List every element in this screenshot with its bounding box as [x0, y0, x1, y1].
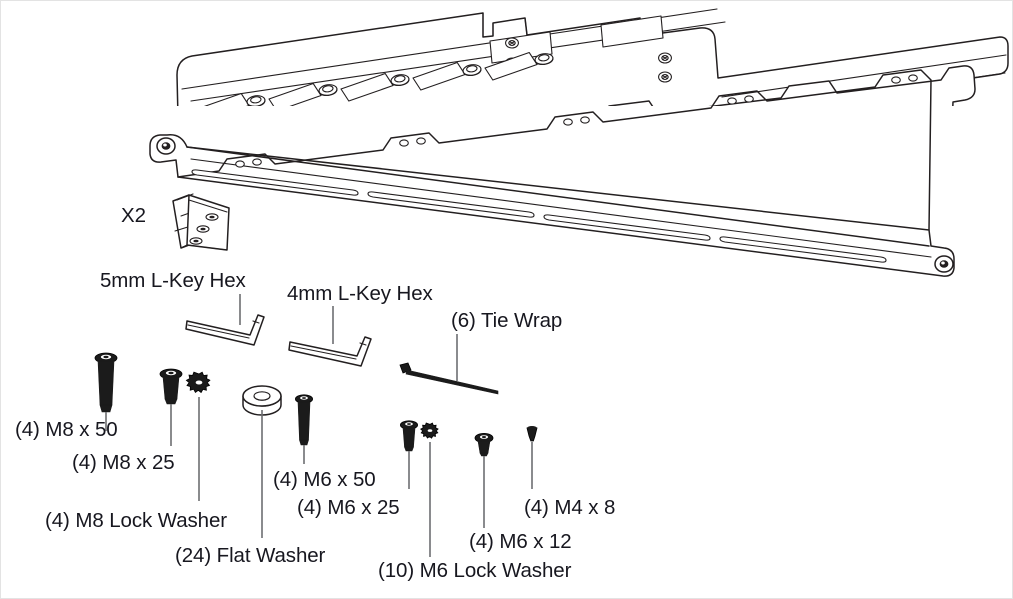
bracket-hole: [205, 213, 219, 221]
hex-key-4mm: [288, 336, 372, 367]
screw-m8x25: [159, 368, 183, 405]
label-m8-lock-washer: (4) M8 Lock Washer: [45, 509, 227, 532]
bracket-hole: [196, 225, 210, 233]
label-hex-key-4mm: 4mm L-Key Hex: [287, 282, 433, 305]
label-m6x12: (4) M6 x 12: [469, 530, 572, 553]
screw-m4x8: [526, 426, 538, 442]
lower-rail-channel-slots: [191, 169, 887, 263]
label-m6-lock-washer: (10) M6 Lock Washer: [378, 559, 572, 582]
mount-screw: [658, 52, 672, 64]
lower-rail-hole-pairs: [235, 74, 918, 168]
screw-m8x50: [94, 352, 118, 413]
screw-m6x12: [474, 432, 494, 457]
label-flat-washer: (24) Flat Washer: [175, 544, 326, 567]
lock-washer-m6: [419, 422, 439, 439]
upper-rail-mount-plate-detail: [482, 12, 672, 83]
screw-m6x50: [294, 394, 313, 446]
label-m8x50: (4) M8 x 50: [15, 418, 118, 441]
mount-screw: [658, 71, 672, 83]
flat-washer: [242, 385, 282, 416]
lower-rail-left-eyelet: [156, 137, 176, 155]
lock-washer-m8: [185, 371, 211, 394]
label-m4x8: (4) M4 x 8: [524, 496, 616, 519]
hex-key-5mm: [185, 314, 265, 346]
screw-m6x25: [399, 420, 418, 452]
label-m8x25: (4) M8 x 25: [72, 451, 175, 474]
lower-mounting-rail: [121, 65, 1012, 301]
bracket-hole: [189, 237, 203, 245]
label-tie-wrap: (6) Tie Wrap: [451, 309, 563, 332]
label-m6x25: (4) M6 x 25: [297, 496, 400, 519]
lower-rail-right-eyelet: [934, 255, 954, 273]
l-bracket-part: [172, 193, 230, 251]
label-hex-key-5mm: 5mm L-Key Hex: [100, 269, 246, 292]
tie-wrap-part: [399, 362, 499, 395]
label-bracket-quantity: X2: [121, 204, 146, 227]
mount-screw: [505, 37, 519, 49]
label-m6x50: (4) M6 x 50: [273, 468, 376, 491]
